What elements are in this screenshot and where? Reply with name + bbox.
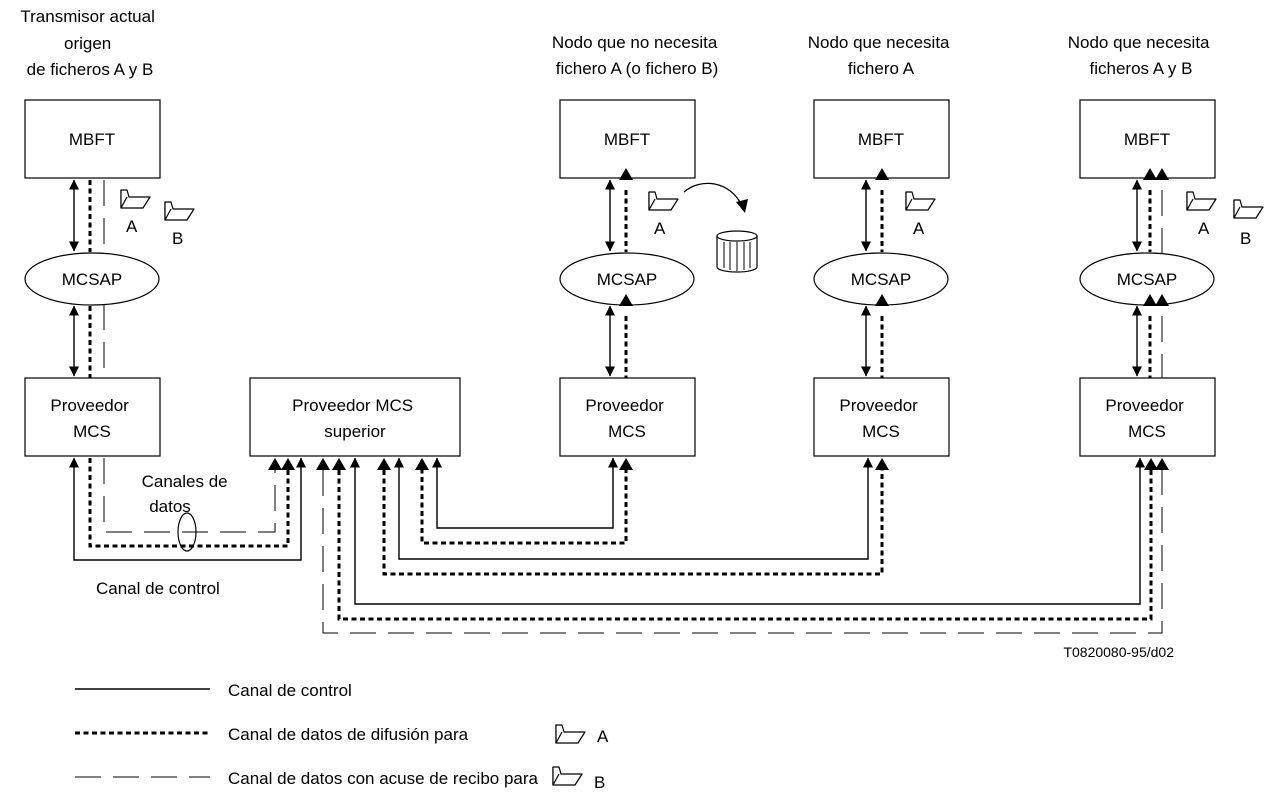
svg-text:Canal de datos con acuse de re: Canal de datos con acuse de recibo para — [228, 769, 539, 788]
mcsap-ellipse-node-no-need: MCSAP — [559, 252, 695, 306]
svg-text:MBFT: MBFT — [858, 130, 904, 149]
folder-b-icon: B — [164, 201, 195, 248]
svg-text:Proveedor MCS: Proveedor MCS — [1105, 396, 1188, 441]
mcsap-ellipse-source: MCSAP — [24, 252, 160, 306]
legend-ack: Canal de datos con acuse de recibo para … — [75, 766, 605, 792]
svg-text:MCSAP: MCSAP — [62, 270, 122, 289]
svg-text:MCSAP: MCSAP — [1117, 270, 1177, 289]
folder-a-icon-node-need-ab: A — [1186, 191, 1217, 238]
svg-text:A: A — [126, 217, 138, 236]
mbft-box-node-need-ab: MBFT — [1079, 99, 1216, 179]
folder-b-icon-node-need-ab: B — [1233, 199, 1264, 248]
top-provider-box: Proveedor MCS superior — [249, 377, 461, 457]
svg-text:B: B — [1240, 229, 1251, 248]
top-to-node-need-a-channels — [377, 457, 889, 576]
data-channels-annotation: Canales de datos — [142, 472, 233, 516]
provider-box-source: Proveedor MCS — [24, 377, 161, 457]
mcsap-ellipse-node-need-ab: MCSAP — [1079, 252, 1215, 306]
source-stack-links — [69, 179, 105, 378]
svg-text:Canal de control: Canal de control — [228, 681, 352, 700]
legend-broadcast: Canal de datos de difusión para A — [75, 724, 609, 746]
provider-box-node-need-a: Proveedor MCS — [813, 377, 950, 457]
source-node-heading: Transmisor actual origen de ficheros A y… — [20, 7, 159, 79]
svg-text:Proveedor MCS: Proveedor MCS — [50, 396, 133, 441]
top-to-node-no-need-channels — [415, 457, 633, 545]
figure-code: T0820080-95/d02 — [1063, 644, 1174, 660]
trash-can-icon — [716, 230, 758, 273]
svg-text:MCSAP: MCSAP — [597, 270, 657, 289]
svg-text:A: A — [597, 727, 609, 746]
node-need-a-heading: Nodo que necesita fichero A — [808, 33, 955, 78]
svg-text:Proveedor MCS: Proveedor MCS — [839, 396, 922, 441]
svg-text:Proveedor MCS superior: Proveedor MCS superior — [292, 396, 418, 441]
provider-box-node-no-need: Proveedor MCS — [559, 377, 696, 457]
legend: Canal de control Canal de datos de difus… — [75, 681, 609, 792]
legend-folder-a-icon — [555, 724, 586, 744]
node-need-a-stack-links — [861, 168, 889, 378]
mcsap-ellipse-node-need-a: MCSAP — [813, 252, 949, 306]
svg-text:Canal de datos de difusión par: Canal de datos de difusión para — [228, 725, 469, 744]
mbft-box-node-need-a: MBFT — [813, 99, 950, 179]
folder-a-icon: A — [120, 189, 151, 236]
svg-text:A: A — [654, 219, 666, 238]
mbft-box-node-no-need: MBFT — [559, 99, 696, 179]
node-no-need-stack-links — [605, 168, 633, 378]
svg-text:Proveedor MCS: Proveedor MCS — [585, 396, 668, 441]
discard-arrow — [683, 182, 748, 213]
svg-text:B: B — [172, 229, 183, 248]
svg-text:A: A — [913, 219, 925, 238]
node-no-need-heading: Nodo que no necesita fichero A (o ficher… — [552, 33, 722, 78]
svg-text:B: B — [594, 773, 605, 792]
source-to-top-channels — [69, 457, 306, 561]
control-channel-annotation: Canal de control — [96, 579, 220, 598]
top-to-node-need-ab-channels — [316, 457, 1169, 634]
legend-control: Canal de control — [75, 681, 352, 700]
folder-a-icon-node-no-need: A — [648, 191, 679, 238]
svg-text:A: A — [1198, 219, 1210, 238]
svg-text:MBFT: MBFT — [604, 130, 650, 149]
node-need-ab-stack-links — [1132, 168, 1169, 378]
svg-text:MCSAP: MCSAP — [851, 270, 911, 289]
folder-a-icon-node-need-a: A — [905, 191, 936, 238]
provider-box-node-need-ab: Proveedor MCS — [1079, 377, 1216, 457]
node-need-ab-heading: Nodo que necesita ficheros A y B — [1068, 33, 1215, 78]
svg-text:MBFT: MBFT — [69, 130, 115, 149]
mbft-box-source: MBFT — [24, 99, 161, 179]
svg-text:MBFT: MBFT — [1124, 130, 1170, 149]
legend-folder-b-icon — [552, 766, 583, 786]
